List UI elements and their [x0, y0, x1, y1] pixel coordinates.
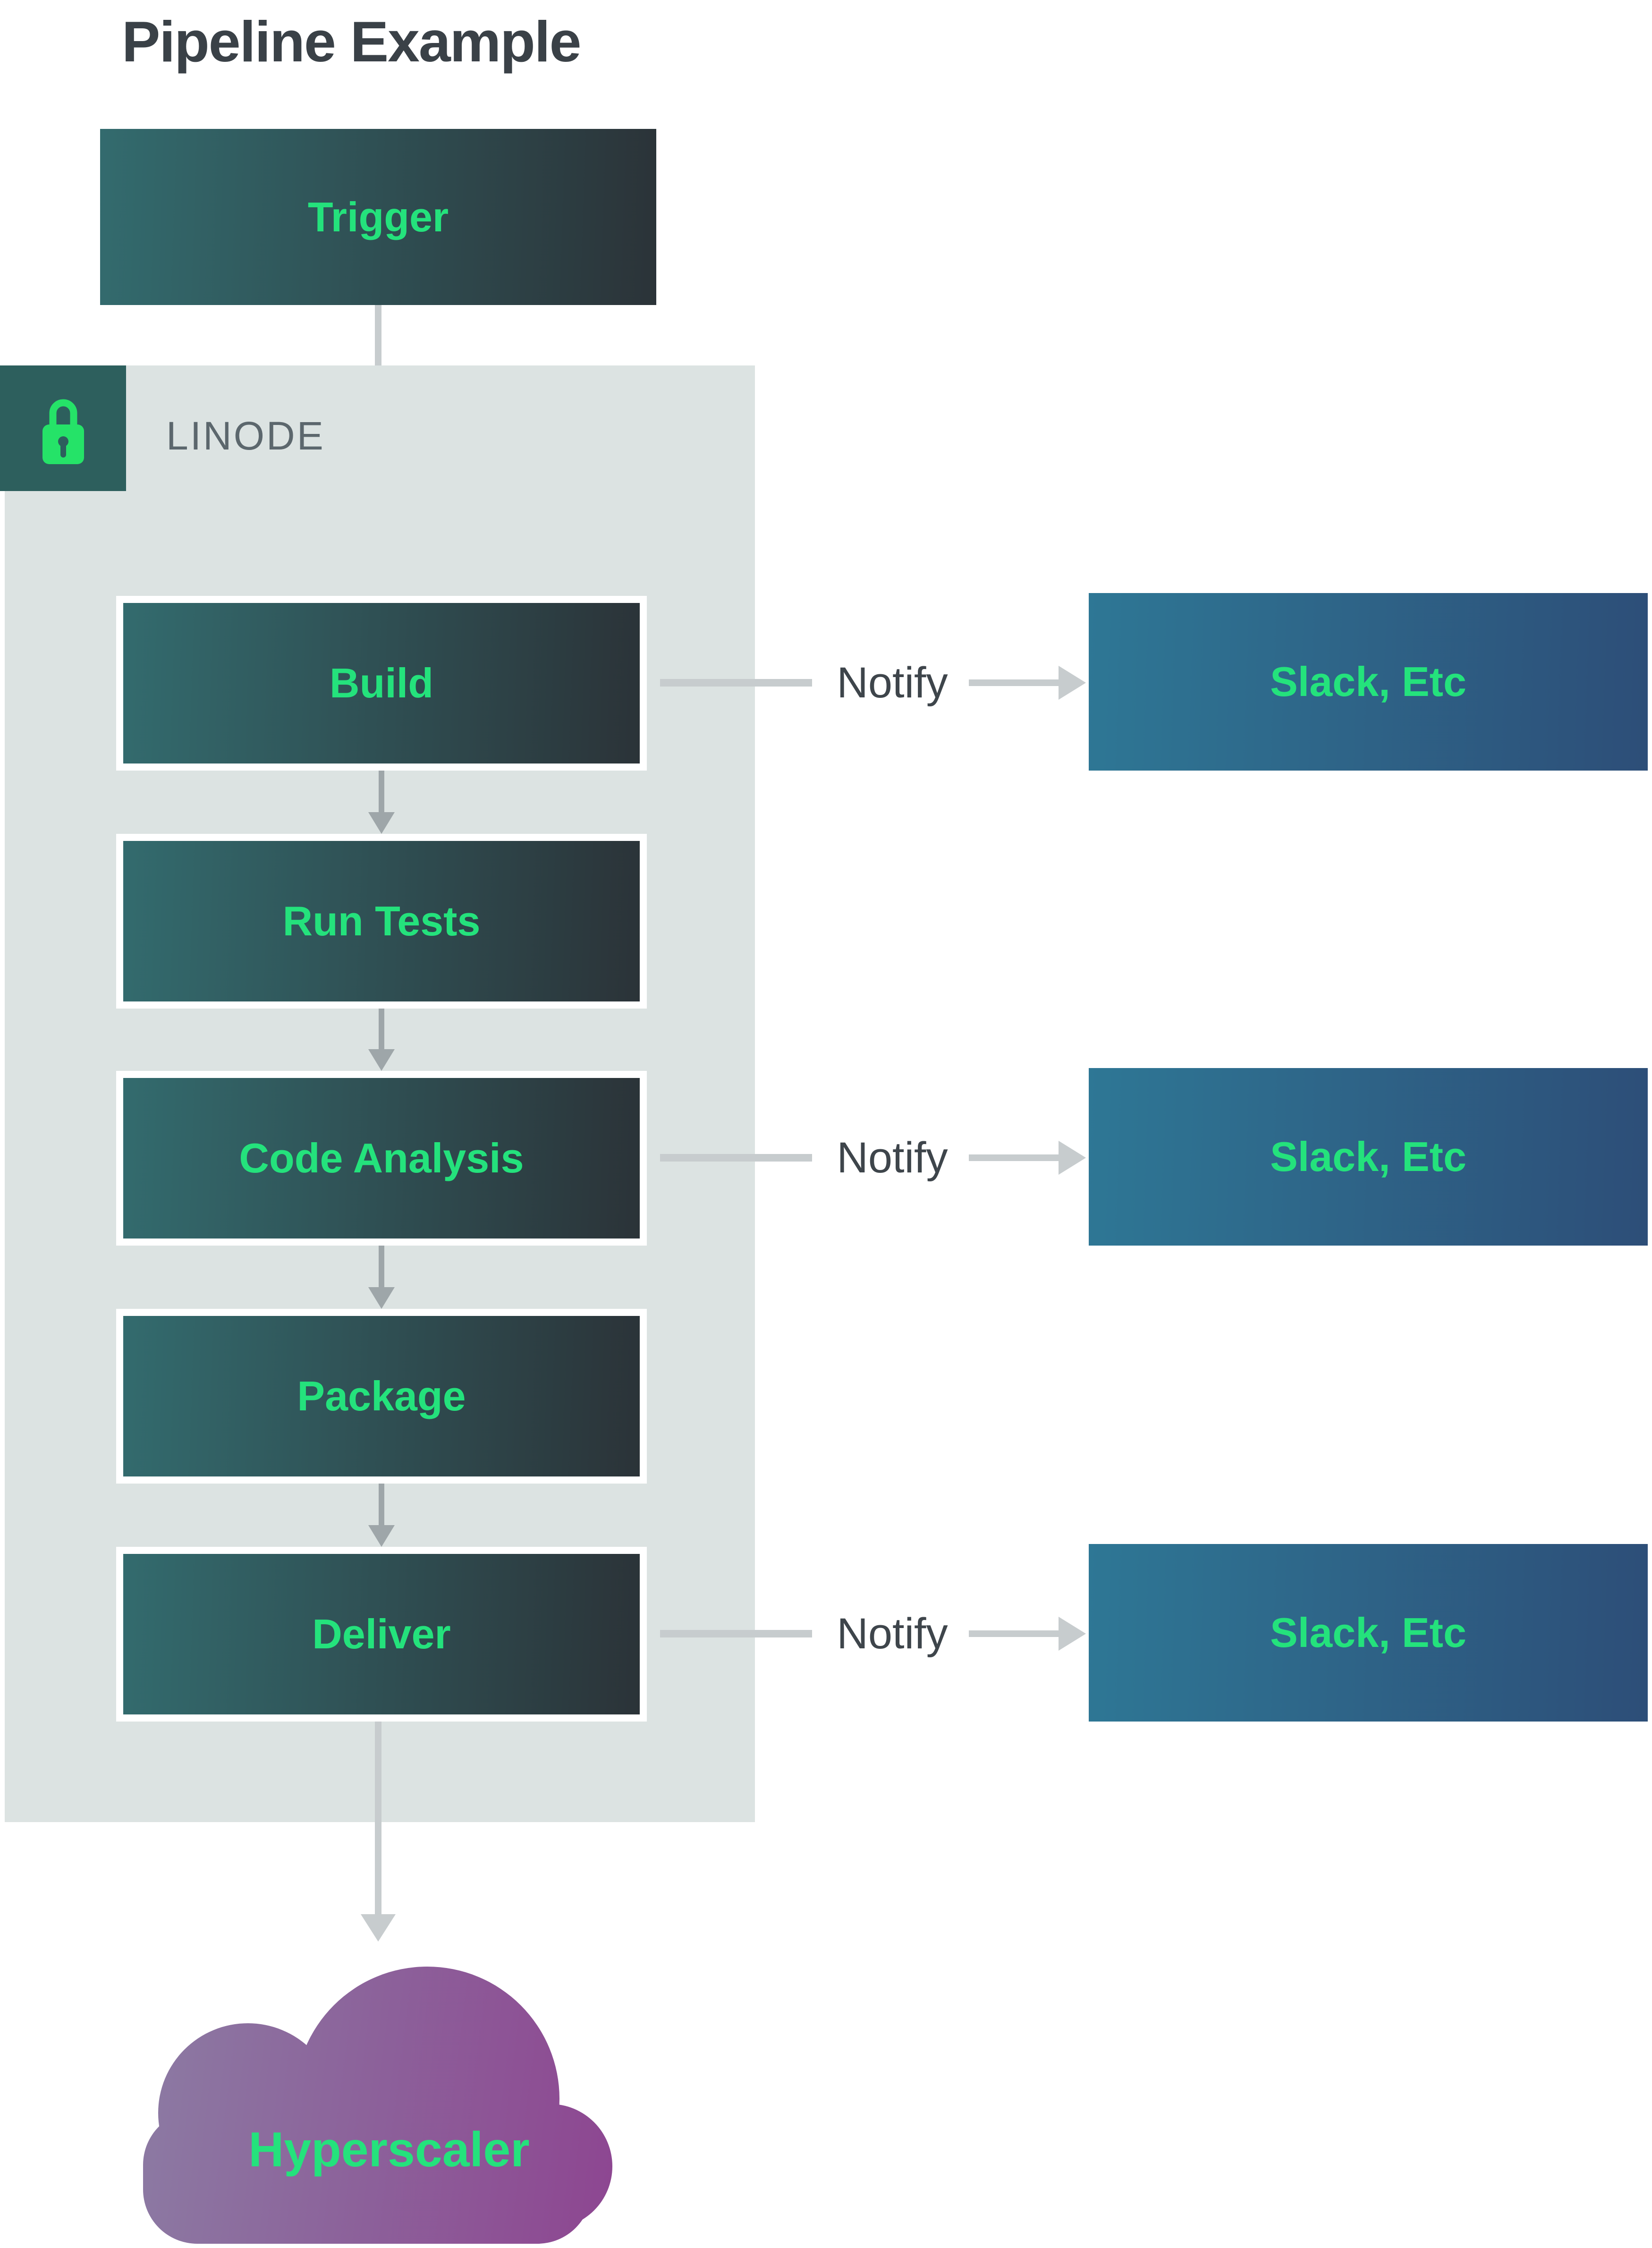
stage-node-build: Build — [116, 596, 647, 771]
arrow-down-icon — [368, 1287, 395, 1309]
slack-node-deliver: Slack, Etc — [1089, 1544, 1648, 1722]
stage-node-code-analysis: Code Analysis — [116, 1071, 647, 1246]
arrow-down-icon — [361, 1914, 396, 1942]
arrow-notify-build — [969, 666, 1086, 700]
arrow-shaft — [969, 1154, 1059, 1161]
arrow-shaft — [379, 1484, 384, 1525]
hyperscaler-label: Hyperscaler — [248, 2122, 530, 2177]
stage-label: Package — [297, 1373, 466, 1419]
arrow-shaft — [969, 679, 1059, 686]
arrow-shaft — [375, 1722, 381, 1914]
trigger-node: Trigger — [100, 129, 656, 305]
slack-node-build: Slack, Etc — [1089, 593, 1648, 771]
stage-inner: Deliver — [123, 1554, 640, 1714]
slack-label: Slack, Etc — [1270, 1609, 1466, 1656]
stage-inner: Build — [123, 603, 640, 763]
arrow-down-icon — [368, 1525, 395, 1547]
lock-icon — [42, 399, 84, 464]
arrow-notify-deliver — [969, 1617, 1086, 1651]
page-title: Pipeline Example — [122, 9, 582, 74]
arrow-shaft — [379, 1246, 384, 1287]
arrow-down-icon — [368, 812, 395, 834]
arrow-right-icon — [1059, 1617, 1086, 1651]
arrow-shaft — [379, 771, 384, 812]
arrow-right-icon — [1059, 1141, 1086, 1175]
notify-connector-code-analysis — [660, 1154, 812, 1162]
trigger-label: Trigger — [307, 193, 449, 240]
lock-badge — [0, 365, 126, 491]
stage-label: Build — [330, 660, 433, 706]
notify-connector-build — [660, 679, 812, 687]
arrow-deliver-to-hyperscaler — [343, 1722, 413, 1942]
stage-label: Deliver — [312, 1611, 451, 1657]
arrow-build-to-run-tests — [347, 771, 416, 834]
slack-node-code-analysis: Slack, Etc — [1089, 1068, 1648, 1246]
slack-label: Slack, Etc — [1270, 1133, 1466, 1180]
stage-label: Code Analysis — [239, 1135, 524, 1181]
stage-inner: Code Analysis — [123, 1078, 640, 1239]
stage-label: Run Tests — [282, 898, 481, 944]
arrow-shaft — [379, 1009, 384, 1049]
stage-inner: Run Tests — [123, 841, 640, 1001]
stage-node-package: Package — [116, 1309, 647, 1484]
arrow-package-to-deliver — [347, 1484, 416, 1547]
cloud-icon — [143, 1967, 612, 2244]
slack-label: Slack, Etc — [1270, 658, 1466, 705]
notify-label-deliver: Notify — [837, 1609, 948, 1658]
notify-label-code-analysis: Notify — [837, 1133, 948, 1182]
arrow-down-icon — [368, 1049, 395, 1071]
stage-inner: Package — [123, 1316, 640, 1476]
notify-label-build: Notify — [837, 658, 948, 707]
arrow-notify-code-analysis — [969, 1141, 1086, 1175]
arrow-run-tests-to-code-analysis — [347, 1009, 416, 1071]
arrow-code-analysis-to-package — [347, 1246, 416, 1309]
stage-node-run-tests: Run Tests — [116, 834, 647, 1009]
arrow-shaft — [969, 1630, 1059, 1637]
notify-connector-deliver — [660, 1630, 812, 1637]
stage-node-deliver: Deliver — [116, 1547, 647, 1722]
hyperscaler-cloud — [132, 1955, 623, 2248]
arrow-right-icon — [1059, 666, 1086, 700]
linode-label: LINODE — [166, 413, 325, 458]
